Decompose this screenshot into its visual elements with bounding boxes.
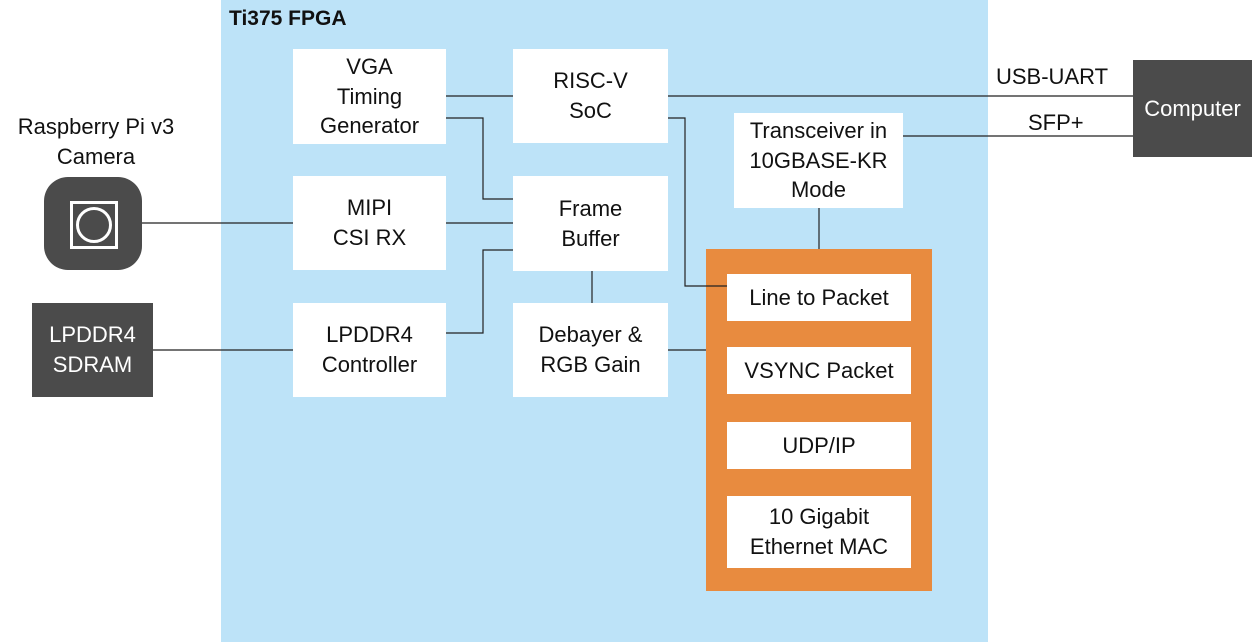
line-to-packet-block: Line to Packet [727, 274, 911, 321]
riscv-soc-block: RISC-V SoC [513, 49, 668, 143]
debayer-rgb-gain-block: Debayer & RGB Gain [513, 303, 668, 397]
ethernet-mac-block: 10 Gigabit Ethernet MAC [727, 496, 911, 568]
udp-ip-block: UDP/IP [727, 422, 911, 469]
fpga-title: Ti375 FPGA [229, 7, 347, 30]
mipi-csi-rx-block: MIPI CSI RX [293, 176, 446, 270]
camera-frame-shape [70, 201, 118, 249]
sfp-label: SFP+ [1028, 110, 1084, 135]
transceiver-block: Transceiver in 10GBASE-KR Mode [734, 113, 903, 208]
usb-uart-label: USB-UART [996, 64, 1109, 89]
vsync-packet-block: VSYNC Packet [727, 347, 911, 394]
lpddr4-sdram-block: LPDDR4 SDRAM [32, 303, 153, 397]
frame-buffer-block: Frame Buffer [513, 176, 668, 271]
lpddr4-controller-block: LPDDR4 Controller [293, 303, 446, 397]
computer-block: Computer [1133, 60, 1252, 157]
camera-lens-shape [76, 207, 112, 243]
camera-label: Raspberry Pi v3 Camera [17, 114, 175, 169]
vga-timing-generator-block: VGA Timing Generator [293, 49, 446, 144]
